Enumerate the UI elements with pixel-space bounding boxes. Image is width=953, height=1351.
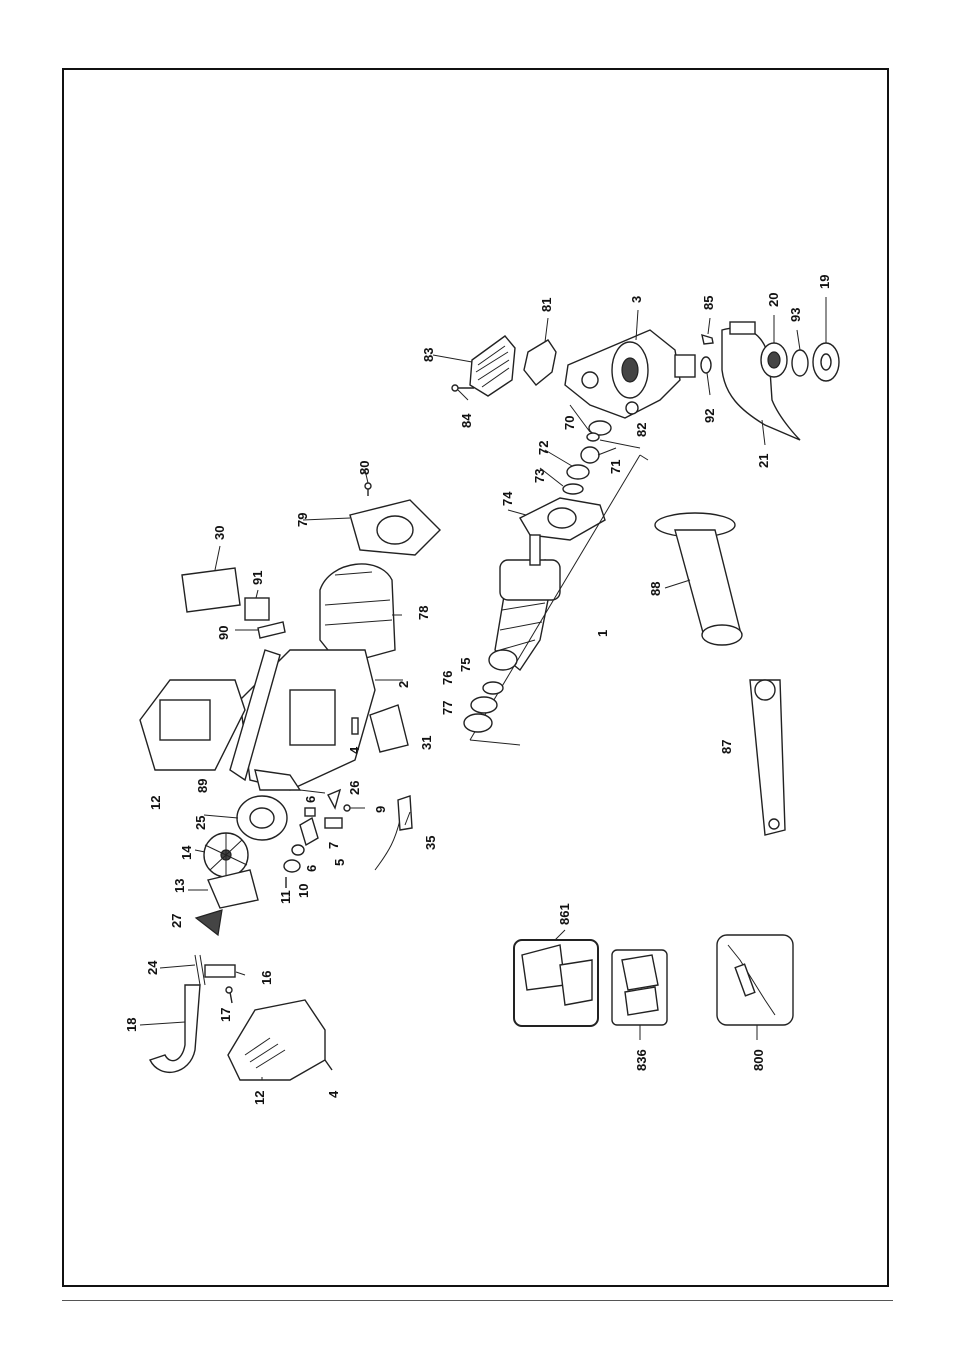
brush-ring-25: [237, 796, 287, 840]
label-84: 84: [459, 413, 474, 428]
label-4b: 4: [326, 1090, 341, 1098]
rear-housing-12a: [140, 680, 245, 770]
screw-17: [226, 987, 232, 1003]
washer-93: [792, 350, 808, 376]
label-20: 20: [766, 293, 781, 307]
label-87: 87: [719, 740, 734, 754]
label-24: 24: [145, 960, 160, 975]
label-18: 18: [124, 1018, 139, 1032]
end-housing-12b: [228, 1000, 325, 1080]
label-7: 7: [326, 842, 341, 849]
strain-relief-27: [196, 910, 222, 935]
wrench-87: [750, 680, 785, 835]
label-16: 16: [259, 971, 274, 985]
screw-4b: [325, 1060, 332, 1070]
pin-4a: [352, 718, 358, 734]
ring-92: [701, 357, 711, 373]
label-10: 10: [296, 884, 311, 898]
label-77: 77: [440, 701, 455, 715]
label-93: 93: [788, 308, 803, 322]
label-800: 800: [751, 1049, 766, 1071]
label-74: 74: [500, 491, 515, 506]
cord-24: [195, 955, 205, 985]
label-5: 5: [332, 859, 347, 866]
kit-box-861: [514, 940, 598, 1026]
label-9: 9: [373, 806, 388, 813]
label-85: 85: [701, 296, 716, 310]
spring-26: [328, 790, 340, 808]
brush-holder-ring-79: [350, 500, 440, 555]
switch-13: [208, 870, 258, 908]
label-88: 88: [648, 582, 663, 596]
label-836: 836: [634, 1049, 649, 1071]
label-13: 13: [172, 879, 187, 893]
label-92: 92: [702, 409, 717, 423]
screw-80: [365, 483, 371, 496]
label-12a: 12: [148, 796, 163, 810]
label-70: 70: [562, 416, 577, 430]
label-14: 14: [179, 845, 194, 860]
label-11: 11: [278, 890, 293, 904]
label-31: [370, 705, 408, 752]
label-71: 71: [608, 460, 623, 474]
label-73: 73: [532, 469, 547, 483]
kit-box-836: [612, 950, 667, 1025]
guard-21: [722, 322, 800, 440]
label-12b: 12: [252, 1091, 267, 1105]
label-3: 3: [629, 296, 644, 303]
label-89: 89: [195, 779, 210, 793]
gear-cover-83: [470, 336, 515, 396]
clip-9: [344, 805, 350, 811]
ring-70: [587, 433, 599, 441]
label-27: 27: [169, 914, 184, 928]
washer-73: [563, 484, 583, 494]
switch-91: [245, 598, 269, 620]
label-81: 81: [539, 298, 554, 312]
spring-6b-10: [284, 845, 304, 872]
bearing-20: [761, 343, 787, 377]
label-78: 78: [416, 606, 431, 620]
cord-clamp-16: [205, 965, 235, 977]
label-1: 1: [595, 630, 610, 637]
label-19: 19: [817, 275, 832, 289]
handle-88: [655, 513, 742, 645]
pin-85: [702, 335, 713, 344]
label-30: [182, 568, 240, 612]
label-91: 91: [250, 571, 265, 585]
label-90: 90: [216, 626, 231, 640]
label-80: 80: [357, 461, 372, 475]
bearing-plate-74: [520, 498, 605, 540]
pinion-71-72: [567, 447, 599, 479]
label-76: 76: [440, 671, 455, 685]
brush-6a-5: [300, 808, 318, 845]
label-30: 30: [212, 526, 227, 540]
cord-guard-18: [150, 985, 200, 1072]
label-31: 31: [419, 736, 434, 750]
label-861: 861: [557, 903, 572, 925]
brush-7: [325, 818, 342, 828]
kit-box-800: [717, 935, 793, 1025]
label-21: 21: [756, 454, 771, 468]
flange-19: [813, 343, 839, 381]
label-6b: 6: [304, 865, 319, 872]
label-25: 25: [193, 816, 208, 830]
label-4a: 4: [347, 746, 362, 754]
label-82: 82: [634, 423, 649, 437]
clip-90: [258, 622, 285, 638]
label-17: 17: [218, 1008, 233, 1022]
label-6a: 6: [303, 796, 318, 803]
gasket-81: [524, 340, 556, 385]
fan-14: [204, 833, 248, 877]
label-2: 2: [396, 681, 411, 688]
label-35: 35: [423, 836, 438, 850]
washers-75-76-77: [464, 682, 503, 732]
label-72: 72: [536, 441, 551, 455]
label-26: 26: [347, 781, 362, 795]
label-75: 75: [458, 658, 473, 672]
gear-case-3: [565, 330, 695, 418]
